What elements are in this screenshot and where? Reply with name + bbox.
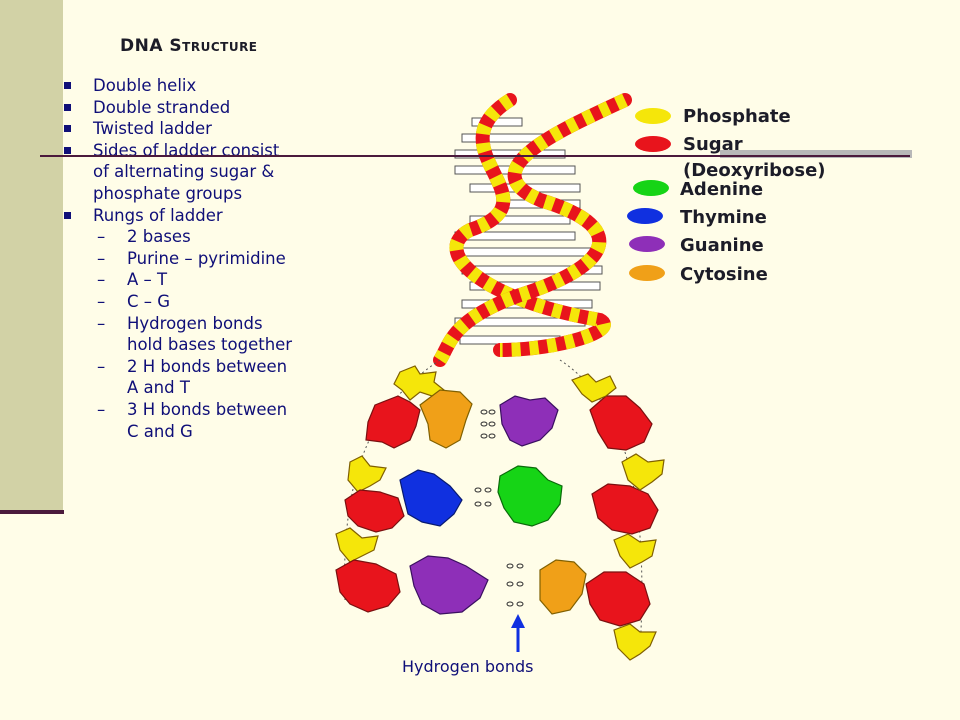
bullet-item: Sides of ladder consist bbox=[62, 140, 352, 162]
legend-label-phosphate: Phosphate bbox=[683, 106, 791, 127]
dna-diagram: Phosphate Sugar (Deoxyribose) Adenine Th… bbox=[335, 93, 912, 661]
legend-swatch-cytosine bbox=[629, 265, 665, 281]
bullet-item: 3 H bonds between bbox=[62, 399, 352, 421]
bullet-item: Twisted ladder bbox=[62, 118, 352, 140]
legend: Phosphate Sugar (Deoxyribose) Adenine Th… bbox=[627, 106, 912, 285]
phosphate-group bbox=[613, 533, 657, 569]
legend-swatch-adenine bbox=[633, 180, 669, 196]
bullet-item: phosphate groups bbox=[93, 183, 243, 203]
thymine-base bbox=[399, 469, 463, 527]
bullet-item: of alternating sugar & bbox=[93, 162, 275, 182]
sugar-group bbox=[365, 395, 421, 449]
slide-title: DNA Structure bbox=[120, 36, 258, 56]
bullet-item: A and T bbox=[127, 378, 190, 398]
legend-label-deoxyribose: (Deoxyribose) bbox=[683, 160, 826, 181]
sugar-group bbox=[335, 559, 401, 613]
legend-label-cytosine: Cytosine bbox=[680, 264, 768, 285]
phosphate-group bbox=[613, 623, 657, 661]
double-helix bbox=[433, 93, 632, 367]
sugar-group bbox=[585, 571, 651, 627]
bullet-item: Double stranded bbox=[62, 97, 352, 119]
legend-label-thymine: Thymine bbox=[680, 207, 767, 228]
guanine-base bbox=[409, 555, 489, 615]
legend-label-adenine: Adenine bbox=[680, 179, 763, 200]
phosphate-group bbox=[621, 453, 665, 491]
bullet-item: A – T bbox=[62, 269, 352, 291]
adenine-base bbox=[497, 465, 563, 527]
legend-swatch-thymine bbox=[627, 208, 663, 224]
bullet-item: C – G bbox=[62, 291, 352, 313]
legend-swatch-guanine bbox=[629, 236, 665, 252]
bullet-item: Rungs of ladder bbox=[62, 205, 352, 227]
sugar-group bbox=[589, 395, 653, 451]
base-pairs bbox=[335, 365, 665, 661]
helix-strand-right-dash bbox=[433, 93, 628, 364]
phosphate-group bbox=[571, 373, 617, 403]
bullet-item: Hydrogen bonds bbox=[62, 313, 352, 335]
sidebar-bottom-bar bbox=[0, 510, 64, 514]
sugar-group bbox=[591, 483, 659, 535]
bullet-item: 2 H bonds between bbox=[62, 356, 352, 378]
bullet-item: 2 bases bbox=[62, 226, 352, 248]
phosphate-group bbox=[347, 455, 387, 493]
phosphate-group bbox=[335, 527, 379, 563]
hydrogen-bonds-label: Hydrogen bonds bbox=[402, 657, 534, 676]
legend-swatch-sugar bbox=[635, 136, 671, 152]
title-rule bbox=[40, 155, 910, 157]
sugar-group bbox=[344, 489, 405, 533]
legend-label-sugar: Sugar bbox=[683, 134, 743, 155]
bullet-item: hold bases together bbox=[127, 335, 293, 355]
sidebar-decoration bbox=[0, 0, 63, 513]
hydrogen-bonds-arrow bbox=[511, 614, 525, 652]
hydrogen-bond-dots bbox=[474, 409, 524, 607]
legend-shadow-bar bbox=[720, 150, 912, 158]
legend-label-guanine: Guanine bbox=[680, 235, 764, 256]
helix-strand-left-dash bbox=[449, 94, 611, 357]
cytosine-base bbox=[539, 559, 587, 615]
legend-swatch-phosphate bbox=[635, 108, 671, 124]
bullet-item: Purine – pyrimidine bbox=[62, 248, 352, 270]
cytosine-base bbox=[419, 389, 473, 449]
bullet-item: C and G bbox=[127, 421, 193, 441]
guanine-base bbox=[499, 395, 559, 447]
bullet-item: Double helix bbox=[62, 75, 352, 97]
